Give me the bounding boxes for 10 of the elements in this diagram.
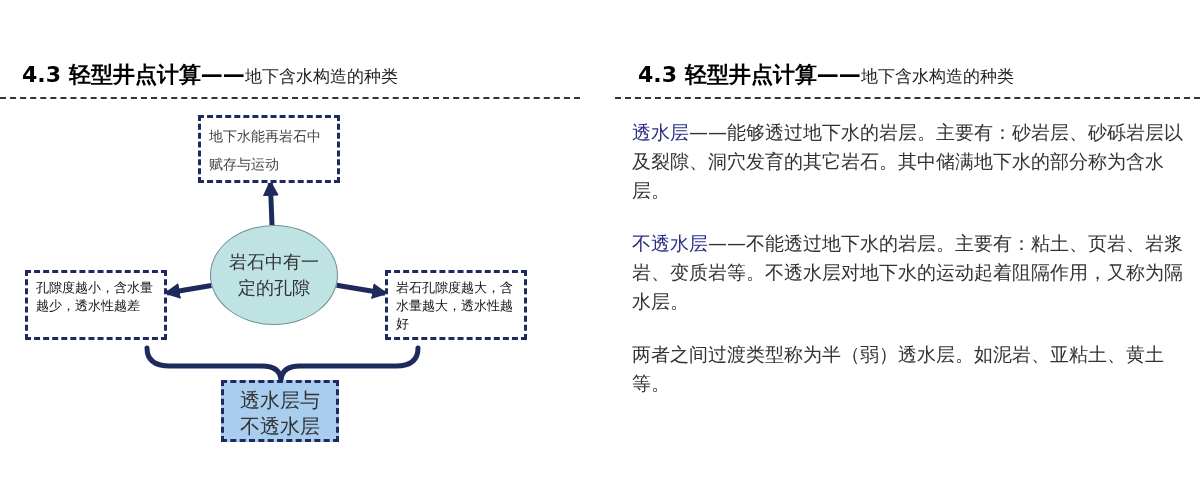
paragraph: 不透水层——不能透过地下水的岩层。主要有：粘土、页岩、岩浆岩、变质岩等。不透水层对地下水的运动起着阻隔作用，又称为隔水层。: [632, 231, 1184, 314]
paragraph: 两者之间过渡类型称为半（弱）透水层。如泥岩、亚粘土、黄土等。: [632, 342, 1165, 396]
slide-heading: 4.3 轻型井点计算——地下含水构造的种类: [638, 61, 1014, 89]
dashed-box: 孔隙度越小，含水量越少，透水性越差: [25, 270, 167, 340]
dashed-box: 岩石孔隙度越大，含水量越大，透水性越好: [385, 270, 527, 340]
result-box: 透水层与不透水层: [221, 380, 339, 442]
slide-heading: 4.3 轻型井点计算——地下含水构造的种类: [22, 61, 398, 89]
ellipse-node: 岩石中有一定的孔隙: [210, 225, 338, 325]
paragraph: 透水层——能够透过地下水的岩层。主要有：砂岩层、砂砾岩层以及裂隙、洞穴发育的其它岩石。其中储满地下水的部分称为含水层。: [632, 120, 1184, 203]
dashed-box: 地下水能再岩石中赋存与运动: [198, 115, 340, 183]
